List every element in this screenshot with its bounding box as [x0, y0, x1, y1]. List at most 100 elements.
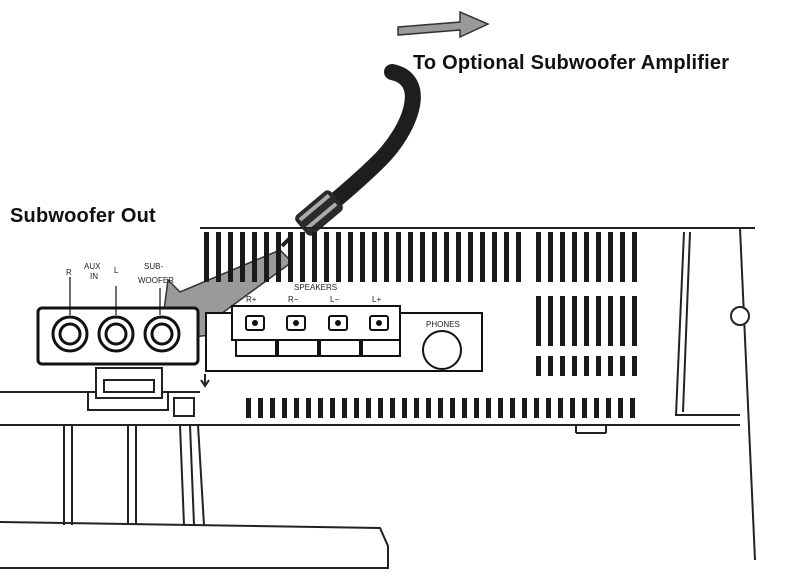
vent-slot [572, 296, 577, 346]
vent-slot [318, 398, 323, 418]
vent-slot [584, 356, 589, 376]
terminal-l-minus[interactable] [328, 315, 348, 331]
vent-slot [536, 356, 541, 376]
vent-slot [498, 398, 503, 418]
vent-slot [620, 296, 625, 346]
vent-slot [594, 398, 599, 418]
subwoofer-out-callout: Subwoofer Out [10, 205, 156, 227]
phones-jack[interactable] [422, 330, 462, 370]
vent-slot [246, 398, 251, 418]
vent-slot [492, 232, 497, 282]
vent-slot [570, 398, 575, 418]
vent-slot [438, 398, 443, 418]
vent-slot [620, 232, 625, 282]
vent-slot [312, 232, 317, 282]
vent-slot [348, 232, 353, 282]
terminal-r-plus[interactable] [245, 315, 265, 331]
vent-slot [474, 398, 479, 418]
vent-slot [606, 398, 611, 418]
vent-slot [596, 232, 601, 282]
vent-slot [384, 232, 389, 282]
vent-slot [572, 356, 577, 376]
terminal-label-l-minus: L− [330, 295, 339, 304]
vent-slot [288, 232, 293, 282]
vent-slot [632, 232, 637, 282]
direction-arrow-icon [397, 10, 490, 39]
side-bracket [674, 231, 750, 416]
phones-label: PHONES [426, 320, 460, 329]
terminal-label-r-plus: R+ [246, 295, 257, 304]
vent-slot [444, 232, 449, 282]
vent-slot [582, 398, 587, 418]
vent-slot [306, 398, 311, 418]
vent-slot [426, 398, 431, 418]
terminal-r-minus[interactable] [286, 315, 306, 331]
jack-label-woofer: WOOFER [138, 276, 174, 285]
vent-slot [258, 398, 263, 418]
speaker-terminal-block: SPEAKERS R+ R− L− L+ PHONES [205, 283, 483, 372]
vent-slot [270, 398, 275, 418]
vent-slot [536, 296, 541, 346]
vent-slot [468, 232, 473, 282]
vent-slot [336, 232, 341, 282]
vent-slot [630, 398, 635, 418]
vent-slot [432, 232, 437, 282]
vent-slot [546, 398, 551, 418]
vent-slot [596, 356, 601, 376]
vent-slot [584, 232, 589, 282]
vent-slot [366, 398, 371, 418]
vent-slot [560, 296, 565, 346]
vent-slot [300, 232, 305, 282]
vent-slot [572, 232, 577, 282]
vent-slot [420, 232, 425, 282]
terminal-l-plus[interactable] [369, 315, 389, 331]
jack-label-right: R [66, 268, 72, 277]
vent-slot [396, 232, 401, 282]
vent-slot [282, 398, 287, 418]
vent-slot [414, 398, 419, 418]
vent-slot [390, 398, 395, 418]
aux-in-right-jack[interactable] [51, 315, 89, 353]
vent-slot [402, 398, 407, 418]
vent-slot [558, 398, 563, 418]
vent-slot [276, 232, 281, 282]
vent-slot [378, 398, 383, 418]
vent-slot [560, 232, 565, 282]
vent-slots-lower [246, 296, 637, 418]
subwoofer-jack[interactable] [143, 315, 181, 353]
vent-slot [360, 232, 365, 282]
vent-slot [228, 232, 233, 282]
vent-slot [548, 356, 553, 376]
vent-slot [584, 296, 589, 346]
terminal-label-r-minus: R− [288, 295, 299, 304]
vent-slot [264, 232, 269, 282]
vent-slot [450, 398, 455, 418]
vent-slot [372, 232, 377, 282]
device-body [200, 227, 756, 561]
vent-slot [408, 232, 413, 282]
vent-slot [608, 296, 613, 346]
vent-slot [536, 232, 541, 282]
vent-slot [486, 398, 491, 418]
jack-label-left: L [114, 266, 119, 275]
vent-slot [204, 232, 209, 282]
vent-slot [330, 398, 335, 418]
speakers-title: SPEAKERS [294, 283, 337, 292]
jack-label-sub: SUB- [144, 262, 163, 271]
vent-slot [354, 398, 359, 418]
vent-slot [548, 232, 553, 282]
jack-label-aux: AUX [84, 262, 101, 271]
vent-slot [324, 232, 329, 282]
vent-slot [618, 398, 623, 418]
subwoofer-cable [322, 64, 421, 213]
vent-slot [516, 232, 521, 282]
vent-slot [504, 232, 509, 282]
vent-slot [252, 232, 257, 282]
jack-panel: R AUX IN L SUB- WOOFER [36, 262, 200, 366]
aux-in-left-jack[interactable] [97, 315, 135, 353]
vent-slot [596, 296, 601, 346]
vent-slot [608, 356, 613, 376]
vent-slot [632, 296, 637, 346]
vent-slot [294, 398, 299, 418]
